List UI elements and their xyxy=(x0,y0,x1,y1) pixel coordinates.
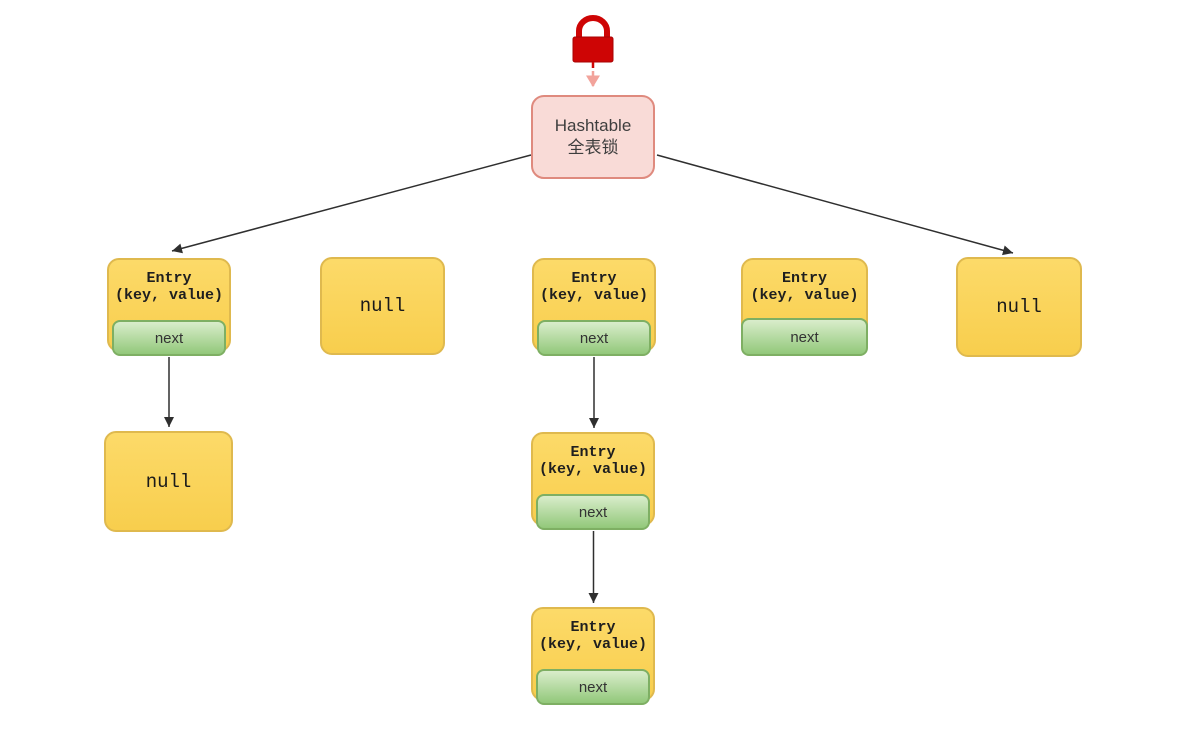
entry-title: Entry xyxy=(146,270,192,287)
entry-title: Entry xyxy=(781,270,827,287)
entry-subtitle: (key, value) xyxy=(539,287,649,304)
bucket2-chain-entry-node-1: Entry (key, value) next xyxy=(531,432,655,530)
bucket0-chain-null-node: null xyxy=(104,431,233,532)
next-label: next xyxy=(790,328,819,346)
null-label: null xyxy=(996,296,1042,318)
entry-title: Entry xyxy=(570,444,616,461)
bucket4-null-node: null xyxy=(956,257,1082,357)
next-label: next xyxy=(578,503,608,521)
root-node-hashtable-lock: Hashtable 全表锁 xyxy=(531,95,655,179)
entry-subtitle: (key, value) xyxy=(538,461,648,478)
next-pointer: next xyxy=(741,318,868,356)
lock-shackle xyxy=(576,15,610,40)
entry-subtitle: (key, value) xyxy=(538,636,648,653)
next-label: next xyxy=(579,329,609,347)
bucket2-entry-node: Entry (key, value) next xyxy=(532,258,656,356)
next-pointer: next xyxy=(536,669,650,705)
bucket1-null-node: null xyxy=(320,257,445,355)
edge-root-to-bucket0 xyxy=(171,154,532,254)
root-subtitle: 全表锁 xyxy=(567,138,619,157)
entry-subtitle: (key, value) xyxy=(114,287,224,304)
next-label: next xyxy=(154,329,184,347)
bucket0-entry-node: Entry (key, value) next xyxy=(107,258,231,356)
next-pointer: next xyxy=(537,320,651,356)
edge-root-to-bucket4 xyxy=(656,154,1014,256)
entry-title: Entry xyxy=(571,270,617,287)
next-label: next xyxy=(578,678,608,696)
bucket3-entry-node: Entry (key, value) next xyxy=(741,258,868,356)
lock-body xyxy=(572,36,614,63)
entry-subtitle: (key, value) xyxy=(750,287,859,304)
next-pointer: next xyxy=(112,320,226,356)
entry-title: Entry xyxy=(570,619,616,636)
next-pointer: next xyxy=(536,494,650,530)
null-label: null xyxy=(145,470,192,493)
lock-icon xyxy=(572,15,614,68)
bucket2-chain-entry-node-2: Entry (key, value) next xyxy=(531,607,655,705)
root-title: Hashtable xyxy=(554,116,632,135)
null-label: null xyxy=(359,295,406,317)
